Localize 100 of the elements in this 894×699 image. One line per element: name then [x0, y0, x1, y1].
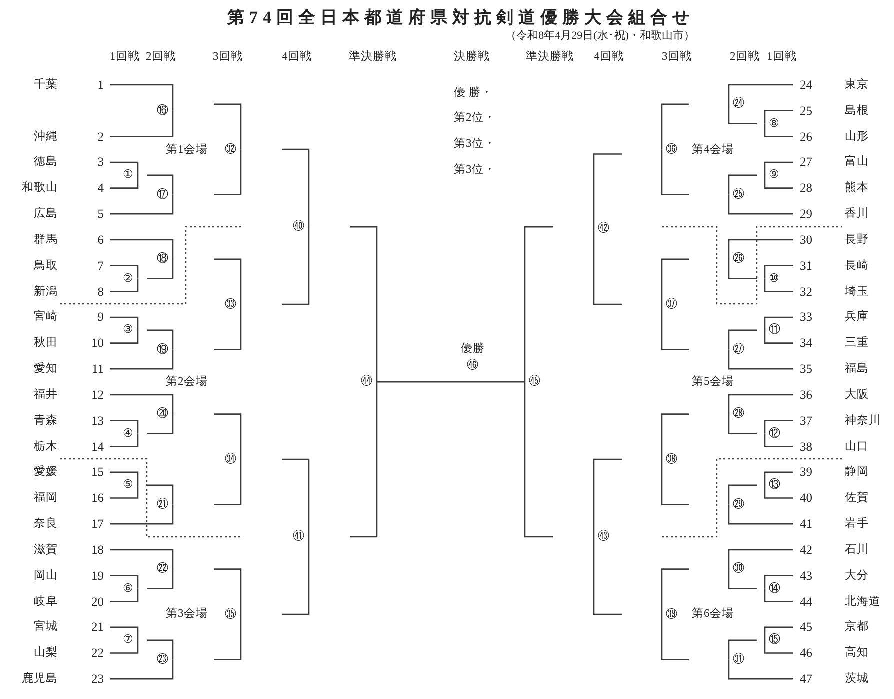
seed-number: 41 — [793, 516, 812, 532]
seed-number: 25 — [793, 102, 812, 119]
round-header: 決勝戦 — [454, 50, 490, 65]
prefecture-name: 大分 — [845, 568, 869, 584]
match-number: ㊳ — [662, 452, 678, 468]
prefecture-name: 愛知 — [34, 362, 58, 378]
prefecture-name: 静岡 — [845, 464, 869, 480]
seed-number: 44 — [793, 594, 812, 610]
seed-number: 19 — [92, 568, 110, 584]
seed-number: 31 — [793, 258, 812, 274]
prefecture-name: 沖縄 — [34, 130, 58, 145]
bracket-line — [147, 174, 174, 195]
bracket-line — [110, 350, 174, 370]
bracket-line — [764, 175, 793, 189]
bracket-line — [214, 104, 242, 150]
prefecture-name: 岐阜 — [34, 594, 58, 610]
prefecture-name: 福井 — [34, 388, 58, 403]
round-header: 2回戦 — [730, 50, 760, 65]
bracket-line — [214, 568, 242, 615]
match-number: ⑪ — [765, 322, 781, 338]
seed-number: 33 — [793, 309, 812, 326]
bracket-line — [728, 194, 793, 215]
prefecture-name: 富山 — [845, 154, 869, 170]
bracket-line — [110, 316, 139, 330]
seed-number: 29 — [793, 206, 812, 222]
prefecture-name: 鹿児島 — [22, 671, 58, 688]
seed-number: 42 — [793, 542, 812, 558]
match-number: ㊲ — [662, 296, 678, 313]
bracket-line — [764, 265, 793, 279]
round-header: 準決勝戦 — [526, 50, 574, 65]
prefecture-name: 山形 — [845, 130, 869, 145]
prefecture-name: 香川 — [845, 206, 869, 222]
bracket-line — [728, 174, 757, 195]
match-number: ⑰ — [157, 186, 173, 203]
prefecture-name: 新潟 — [34, 284, 58, 300]
bracket-line — [350, 382, 378, 538]
bracket-line — [282, 227, 310, 306]
prefecture-name: 宮城 — [34, 619, 58, 636]
seed-number: 20 — [92, 594, 110, 610]
bracket-line — [214, 614, 242, 660]
bracket-line — [282, 458, 310, 538]
venue-label: 第4会場 — [692, 142, 734, 158]
seed-number: 47 — [793, 671, 812, 688]
round-header: 1回戦 — [767, 50, 797, 65]
match-number: ㊱ — [662, 142, 678, 158]
prefecture-name: 秋田 — [34, 336, 58, 352]
seed-number: 14 — [92, 438, 110, 455]
round-header: 1回戦 — [110, 50, 140, 65]
bracket-line — [764, 575, 793, 589]
result-label: 第3位・ — [454, 136, 496, 152]
bracket-line — [764, 420, 793, 434]
match-number: ㊻ — [465, 358, 481, 382]
bracket-line — [524, 382, 553, 538]
match-number: ㊺ — [525, 374, 541, 390]
bracket-line — [110, 84, 174, 111]
bracket-line — [147, 569, 174, 590]
bracket-line — [728, 640, 757, 660]
bracket-line — [593, 229, 622, 306]
bracket-line — [110, 640, 139, 654]
bracket-line — [110, 420, 139, 434]
prefecture-name: 熊本 — [845, 180, 869, 196]
venue-label: 第5会場 — [692, 374, 734, 390]
match-number: ㊵ — [293, 219, 309, 236]
seed-number: 43 — [793, 568, 812, 584]
match-number: ⑦ — [123, 632, 138, 648]
prefecture-name: 福島 — [845, 362, 869, 378]
bracket-line — [728, 484, 757, 505]
seed-number: 12 — [92, 386, 110, 403]
bracket-line — [214, 414, 242, 460]
bracket-line — [728, 84, 793, 104]
bracket-line — [728, 549, 793, 570]
round-header: 3回戦 — [213, 50, 243, 65]
prefecture-name: 東京 — [845, 78, 869, 93]
seed-number: 9 — [98, 309, 110, 326]
match-number: ㉚ — [729, 561, 745, 578]
seed-number: 10 — [92, 335, 110, 352]
seed-number: 27 — [793, 154, 812, 170]
match-number: ② — [123, 270, 138, 287]
bracket-line — [147, 484, 174, 505]
match-number: ㊷ — [594, 221, 610, 238]
bracket-line — [110, 549, 174, 570]
bracket-line — [593, 458, 622, 538]
match-number: ㉑ — [157, 496, 173, 513]
bracket-line — [147, 330, 174, 350]
bracket-line — [110, 110, 174, 138]
bracket-line — [110, 394, 174, 414]
bracket-line — [214, 460, 242, 506]
prefecture-name: 北海道 — [845, 594, 881, 610]
subtitle: （令和8年4月29日(水･祝)・和歌山市） — [506, 28, 695, 44]
prefecture-name: 福岡 — [34, 490, 58, 506]
seed-number: 38 — [793, 438, 812, 455]
match-number: ㉟ — [225, 606, 241, 622]
match-number: ④ — [123, 426, 138, 442]
prefecture-name: 石川 — [845, 542, 869, 558]
seed-number: 21 — [92, 619, 110, 636]
seed-number: 6 — [98, 232, 110, 248]
match-number: ㉓ — [157, 652, 173, 668]
bracket-line — [728, 330, 757, 350]
bracket-line — [661, 104, 689, 150]
prefecture-name: 京都 — [845, 620, 869, 636]
